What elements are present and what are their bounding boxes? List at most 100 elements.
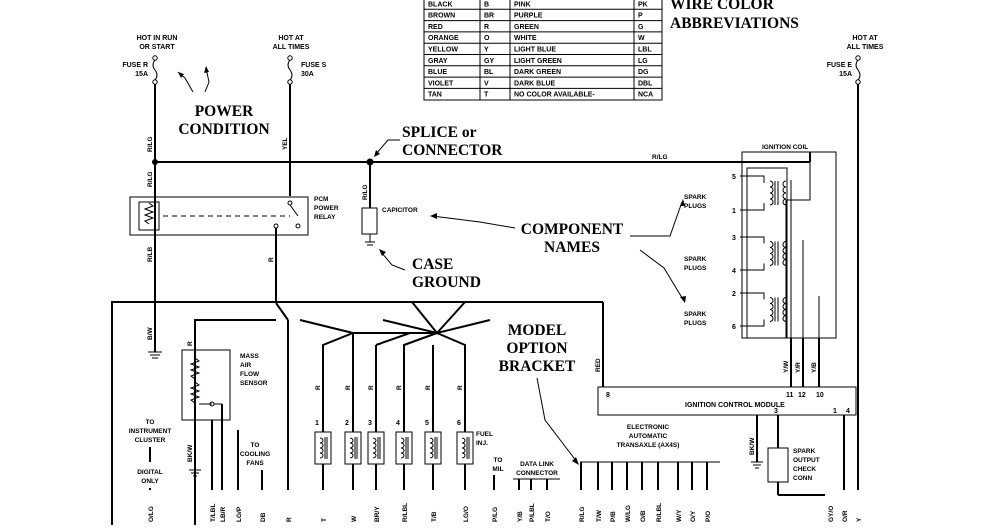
- label-mask: [542, 490, 552, 525]
- label-mask: [428, 490, 438, 525]
- bottom-wire-label: O/LG: [148, 506, 155, 522]
- table-cell: DBL: [638, 80, 653, 87]
- bottom-wire-label: LG/P: [236, 506, 243, 522]
- power-callout-1: POWER: [195, 103, 254, 120]
- bottom-wire-label: R: [286, 517, 293, 522]
- maf-label-3: FLOW: [240, 371, 260, 378]
- bottom-wire-label: T/O: [545, 511, 552, 522]
- label-mask: [514, 490, 524, 525]
- label-inj-r-1: R: [315, 385, 322, 390]
- label-mask: [853, 490, 863, 525]
- spark-plugs-label-a1: SPARK: [684, 194, 707, 201]
- label-mask: [257, 490, 267, 525]
- label-mask: [348, 490, 358, 525]
- coil-terminal-number: 1: [732, 208, 736, 215]
- table-title-line2: ABBREVIATIONS: [670, 15, 799, 32]
- label-mask: [233, 490, 243, 525]
- bottom-wire-label: T/W: [596, 509, 603, 522]
- label-y-w: Y/W: [783, 360, 790, 373]
- bottom-wire-label: P/B: [610, 511, 617, 522]
- model-callout-1: MODEL: [508, 322, 567, 339]
- bottom-wire-label: T/B: [431, 511, 438, 522]
- label-mask: [653, 490, 663, 525]
- label-mask: [607, 490, 617, 525]
- injector-number: 4: [396, 420, 400, 427]
- spout-label-2: OUTPUT: [793, 457, 820, 464]
- eat-label-2: AUTOMATIC: [629, 433, 668, 440]
- bottom-wire-label: GY/O: [828, 506, 835, 522]
- wire-loop-frame: [111, 301, 603, 525]
- case-ground-callout-2: GROUND: [412, 274, 481, 291]
- label-r-maf: R: [187, 341, 194, 346]
- table-cell: DG: [638, 69, 649, 76]
- spark-plugs-label-c2: PLUGS: [684, 320, 707, 327]
- coil-terminal-number: 4: [732, 268, 736, 275]
- label-r-lg-top: R/LG: [147, 136, 154, 152]
- label-mask: [371, 490, 381, 525]
- ground-symbol-icm: [751, 461, 763, 469]
- table-cell: ORANGE: [428, 35, 459, 42]
- table-title-line1: WIRE COLOR: [670, 0, 775, 13]
- pcm-relay-label-1: PCM: [314, 196, 328, 203]
- label-y-b: Y/B: [811, 362, 818, 373]
- injector-number: 6: [457, 420, 461, 427]
- table-cell: B: [484, 1, 489, 8]
- bottom-wire-label: P/O: [705, 511, 712, 522]
- icm-pin-3: 3: [774, 408, 778, 415]
- label-r-lg-cap: R/LG: [362, 184, 369, 200]
- fuel-injector: [456, 431, 474, 465]
- spark-plugs-label-b2: PLUGS: [684, 265, 707, 272]
- label-yel: YEL: [282, 137, 289, 150]
- cooling-label-2: COOLING: [240, 451, 270, 458]
- fuse-e-label-1: FUSE E: [827, 62, 853, 69]
- fuel-injector: [395, 431, 413, 465]
- fuel-injector: [314, 431, 332, 465]
- power-callout-arrow-right: [204, 67, 210, 93]
- coil-terminal-number: 6: [732, 324, 736, 331]
- label-inj-r-2: R: [345, 385, 352, 390]
- fuse-r-terminal: [152, 55, 158, 61]
- table-cell: BLACK: [428, 1, 453, 8]
- label-y-r: Y/R: [795, 362, 802, 373]
- table-cell: P: [638, 13, 643, 20]
- table-cell: DARK BLUE: [514, 80, 556, 87]
- bottom-wire-label: LB/R: [220, 507, 227, 522]
- component-callout-1: COMPONENT: [521, 221, 624, 238]
- bottom-wire-label: W: [351, 515, 358, 522]
- table-cell: LIGHT BLUE: [514, 47, 556, 54]
- icm-pin-12: 12: [798, 392, 806, 399]
- fuse-e-symbol: [855, 59, 861, 81]
- icm-pin-10: 10: [816, 392, 824, 399]
- label-mask: [217, 490, 227, 525]
- label-red-icm: RED: [595, 358, 602, 372]
- bottom-wire-label: P/LG: [492, 507, 499, 522]
- spout-label-1: SPARK: [793, 448, 816, 455]
- label-r-relay: R: [268, 257, 275, 262]
- bottom-wire-label: Y/B: [517, 511, 524, 522]
- hot-all-times-right-2: ALL TIMES: [847, 44, 884, 51]
- model-callout-2: OPTION: [506, 340, 567, 357]
- fuse-s-label-2: 30A: [301, 71, 314, 78]
- bottom-wire-label: O/Y: [690, 510, 697, 522]
- table-cell: LIGHT GREEN: [514, 58, 562, 65]
- label-mask: [460, 490, 470, 525]
- table-cell: LG: [638, 58, 648, 65]
- fuse-r-label-1: FUSE R: [122, 62, 148, 69]
- label-bk-w-icm: BK/W: [749, 437, 756, 455]
- table-cell: BL: [484, 69, 494, 76]
- label-mask: [825, 490, 835, 525]
- table-cell: T: [484, 92, 489, 99]
- hot-all-times-right-1: HOT AT: [852, 35, 878, 42]
- icm-label: IGNITION CONTROL MODULE: [685, 402, 785, 409]
- injector-number: 3: [368, 420, 372, 427]
- ignition-coil-label: IGNITION COIL: [762, 144, 808, 151]
- table-cell: O: [484, 35, 490, 42]
- mil-label-1: TO: [494, 457, 503, 464]
- fuel-injector: [344, 431, 362, 465]
- label-inj-r-6: R: [457, 385, 464, 390]
- digital-only-2: ONLY: [141, 478, 159, 485]
- label-mask: [673, 490, 683, 525]
- hot-all-times-left-2: ALL TIMES: [273, 44, 310, 51]
